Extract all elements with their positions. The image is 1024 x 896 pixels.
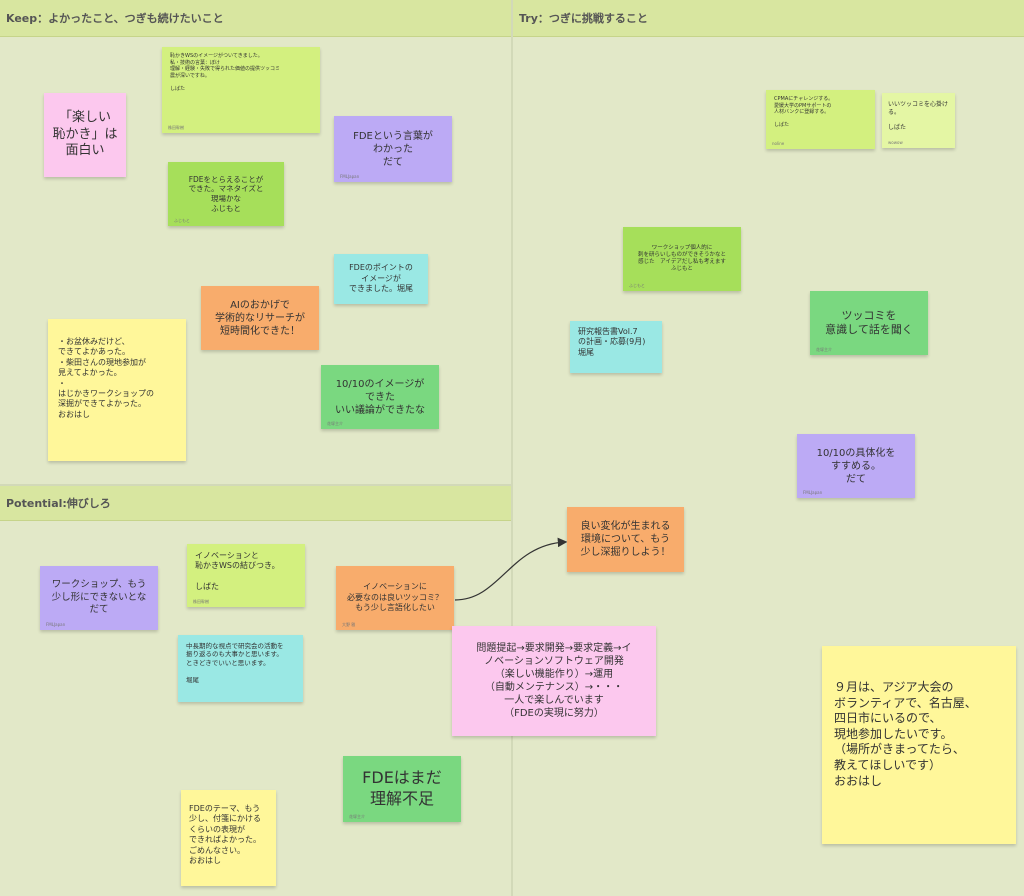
note-text: CPMAにチャレンジする。 愛媛大学のPMサポートの 人材バンクに登録する。 し…	[774, 96, 834, 128]
sticky-note[interactable]: FDEのテーマ、もう 少し、付箋にかける くらいの表現が できればよかった。 ご…	[181, 790, 276, 886]
note-signature: 大野 雅	[342, 621, 356, 627]
sticky-note[interactable]: 10/10のイメージが できた いい議論ができたな 花塚主介	[321, 365, 439, 429]
keep-section-header: Keep：よかったこと、つぎも続けたいこと	[0, 0, 511, 37]
sticky-note[interactable]: FDEはまだ 理解不足 花塚主介	[343, 756, 461, 822]
note-signature: FMLJapan	[803, 489, 823, 495]
sticky-note[interactable]: ９月は、アジア大会の ボランティアで、名古屋、 四日市にいるので、 現地参加した…	[822, 646, 1016, 844]
keep-section-title: Keep：よかったこと、つぎも続けたいこと	[6, 12, 224, 25]
try-section-title: Try：つぎに挑戦すること	[519, 12, 648, 25]
sticky-note[interactable]: 10/10の具体化を すすめる。 だて FMLJapan	[797, 434, 915, 498]
sticky-note[interactable]: AIのおかげで 学術的なリサーチが 短時間化できた！	[201, 286, 319, 350]
note-signature: ふじもと	[174, 217, 190, 223]
sticky-note[interactable]: 研究報告書Vol.7 の計画・応募(9月) 堀尾	[570, 321, 662, 373]
note-signature: 株田幹樹	[168, 124, 184, 130]
note-text: 良い変化が生まれる 環境について、もう 少し深掘りしよう！	[580, 521, 671, 558]
potential-section-header: Potential:伸びしろ	[0, 486, 511, 521]
note-text: イノベーションと 恥かきWSの結びつき。 しばた	[195, 551, 280, 592]
potential-section-title: Potential:伸びしろ	[6, 497, 111, 510]
note-signature: 株田幹樹	[193, 598, 209, 604]
note-signature: 花塚主介	[816, 346, 832, 352]
sticky-note[interactable]: 恥かきWSのイメージがついてきました。 私・技術の言葉：ぼけ 理解・経験・失敗で…	[162, 47, 320, 133]
sticky-note[interactable]: ツッコミを 意識して話を聞く 花塚主介	[810, 291, 928, 355]
note-text: FDEのポイントの イメージが できました。堀尾	[349, 263, 413, 294]
note-text: FDEをとらえることが できた。マネタイズと 現場かな ふじもと	[188, 174, 264, 213]
sticky-note[interactable]: ワークショップ個人的に 刺を研らいしものができそうかなと 感じた アイデアだし私…	[623, 227, 741, 291]
note-text: FDEはまだ 理解不足	[362, 768, 442, 808]
sticky-note[interactable]: 中長期的な視点で研究会の活動を 振り返るのも大事かと思います。 ときどきでいいと…	[178, 635, 303, 702]
section-divider-horizontal	[0, 484, 511, 486]
sticky-note[interactable]: 問題提起→要求開発→要求定義→イ ノベーションソフトウェア開発 （楽しい機能作り…	[452, 626, 656, 736]
sticky-note[interactable]: イノベーションと 恥かきWSの結びつき。 しばた 株田幹樹	[187, 544, 305, 607]
sticky-note[interactable]: FDEのポイントの イメージが できました。堀尾	[334, 254, 428, 304]
sticky-note[interactable]: ワークショップ、もう 少し形にできないとな だて FMLJapan	[40, 566, 158, 630]
note-text: ツッコミを 意識して話を聞く	[825, 308, 913, 336]
note-text: イノベーションに 必要なのは良いツッコミ？ もう少し言語化したい	[347, 582, 443, 613]
note-signature: 花塚主介	[327, 420, 343, 426]
sticky-note[interactable]: 良い変化が生まれる 環境について、もう 少し深掘りしよう！	[567, 507, 684, 572]
section-divider-vertical	[511, 0, 513, 896]
note-text: ワークショップ、もう 少し形にできないとな だて	[51, 579, 147, 616]
note-text: ９月は、アジア大会の ボランティアで、名古屋、 四日市にいるので、 現地参加した…	[834, 680, 977, 788]
note-text: 研究報告書Vol.7 の計画・応募(9月) 堀尾	[578, 327, 646, 357]
note-text: 「楽しい 恥かき」は 面白い	[52, 109, 118, 159]
note-signature: wowow	[888, 139, 903, 145]
note-text: 恥かきWSのイメージがついてきました。 私・技術の言葉：ぼけ 理解・経験・失敗で…	[170, 53, 281, 92]
note-signature: ふじもと	[629, 282, 645, 288]
note-signature: FMLJapan	[46, 621, 66, 627]
note-signature: FMLJapan	[340, 173, 360, 179]
note-signature: 花塚主介	[349, 813, 365, 819]
note-text: 10/10のイメージが できた いい議論ができたな	[335, 378, 425, 416]
try-section-header: Try：つぎに挑戦すること	[513, 0, 1024, 37]
note-signature: noline	[772, 140, 785, 146]
sticky-note[interactable]: ・お盆休みだけど、 できてよかあった。 ・柴田さんの現地参加が 見えてよかった。…	[48, 319, 186, 461]
sticky-note[interactable]: イノベーションに 必要なのは良いツッコミ？ もう少し言語化したい 大野 雅	[336, 566, 454, 630]
note-text: 問題提起→要求開発→要求定義→イ ノベーションソフトウェア開発 （楽しい機能作り…	[476, 643, 632, 719]
sticky-note[interactable]: FDEをとらえることが できた。マネタイズと 現場かな ふじもと ふじもと	[168, 162, 284, 226]
sticky-note[interactable]: 「楽しい 恥かき」は 面白い	[44, 93, 126, 177]
note-text: いいツッコミを心掛ける。 しばた	[888, 101, 949, 132]
note-text: FDEという言葉が わかった だて	[353, 130, 433, 168]
note-text: FDEのテーマ、もう 少し、付箋にかける くらいの表現が できればよかった。 ご…	[189, 804, 261, 865]
note-text: ・お盆休みだけど、 できてよかあった。 ・柴田さんの現地参加が 見えてよかった。…	[58, 337, 154, 419]
sticky-note[interactable]: FDEという言葉が わかった だて FMLJapan	[334, 116, 452, 182]
note-text: 中長期的な視点で研究会の活動を 振り返るのも大事かと思います。 ときどきでいいと…	[186, 642, 284, 684]
note-text: ワークショップ個人的に 刺を研らいしものができそうかなと 感じた アイデアだし私…	[637, 244, 726, 273]
note-text: AIのおかげで 学術的なリサーチが 短時間化できた！	[215, 299, 305, 337]
sticky-note[interactable]: いいツッコミを心掛ける。 しばた wowow	[882, 93, 955, 148]
note-text: 10/10の具体化を すすめる。 だて	[816, 447, 896, 485]
sticky-note[interactable]: CPMAにチャレンジする。 愛媛大学のPMサポートの 人材バンクに登録する。 し…	[766, 90, 875, 149]
